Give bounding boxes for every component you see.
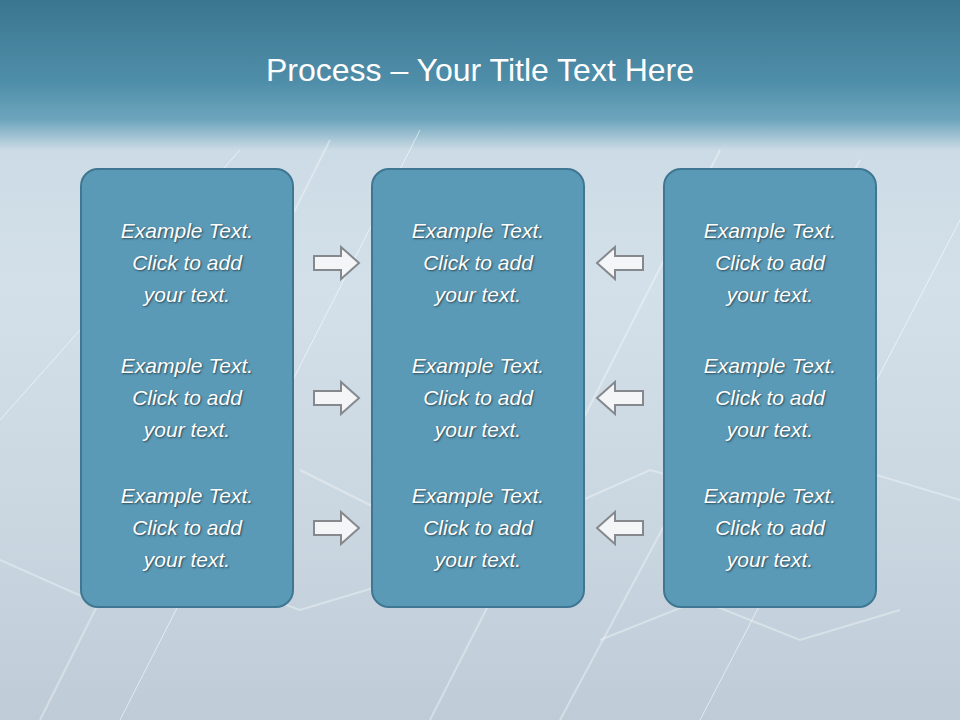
box-text: Example Text. Click to add your text. <box>82 215 292 311</box>
block-arrow <box>314 247 359 279</box>
process-box: Example Text. Click to add your text. Exa… <box>663 168 877 608</box>
process-box: Example Text. Click to add your text. Exa… <box>80 168 294 608</box>
box-text: Example Text. Click to add your text. <box>373 480 583 576</box>
box-text: Example Text. Click to add your text. <box>665 215 875 311</box>
box-text: Example Text. Click to add your text. <box>665 480 875 576</box>
process-box: Example Text. Click to add your text. Exa… <box>371 168 585 608</box>
box-text: Example Text. Click to add your text. <box>373 215 583 311</box>
box-text: Example Text. Click to add your text. <box>82 480 292 576</box>
block-arrow <box>597 247 643 279</box>
block-arrow <box>314 512 359 544</box>
box-text: Example Text. Click to add your text. <box>82 350 292 446</box>
block-arrow <box>597 382 643 414</box>
box-text: Example Text. Click to add your text. <box>665 350 875 446</box>
block-arrow <box>597 512 643 544</box>
box-text: Example Text. Click to add your text. <box>373 350 583 446</box>
slide-title: Process – Your Title Text Here <box>0 52 960 89</box>
block-arrow <box>314 382 359 414</box>
